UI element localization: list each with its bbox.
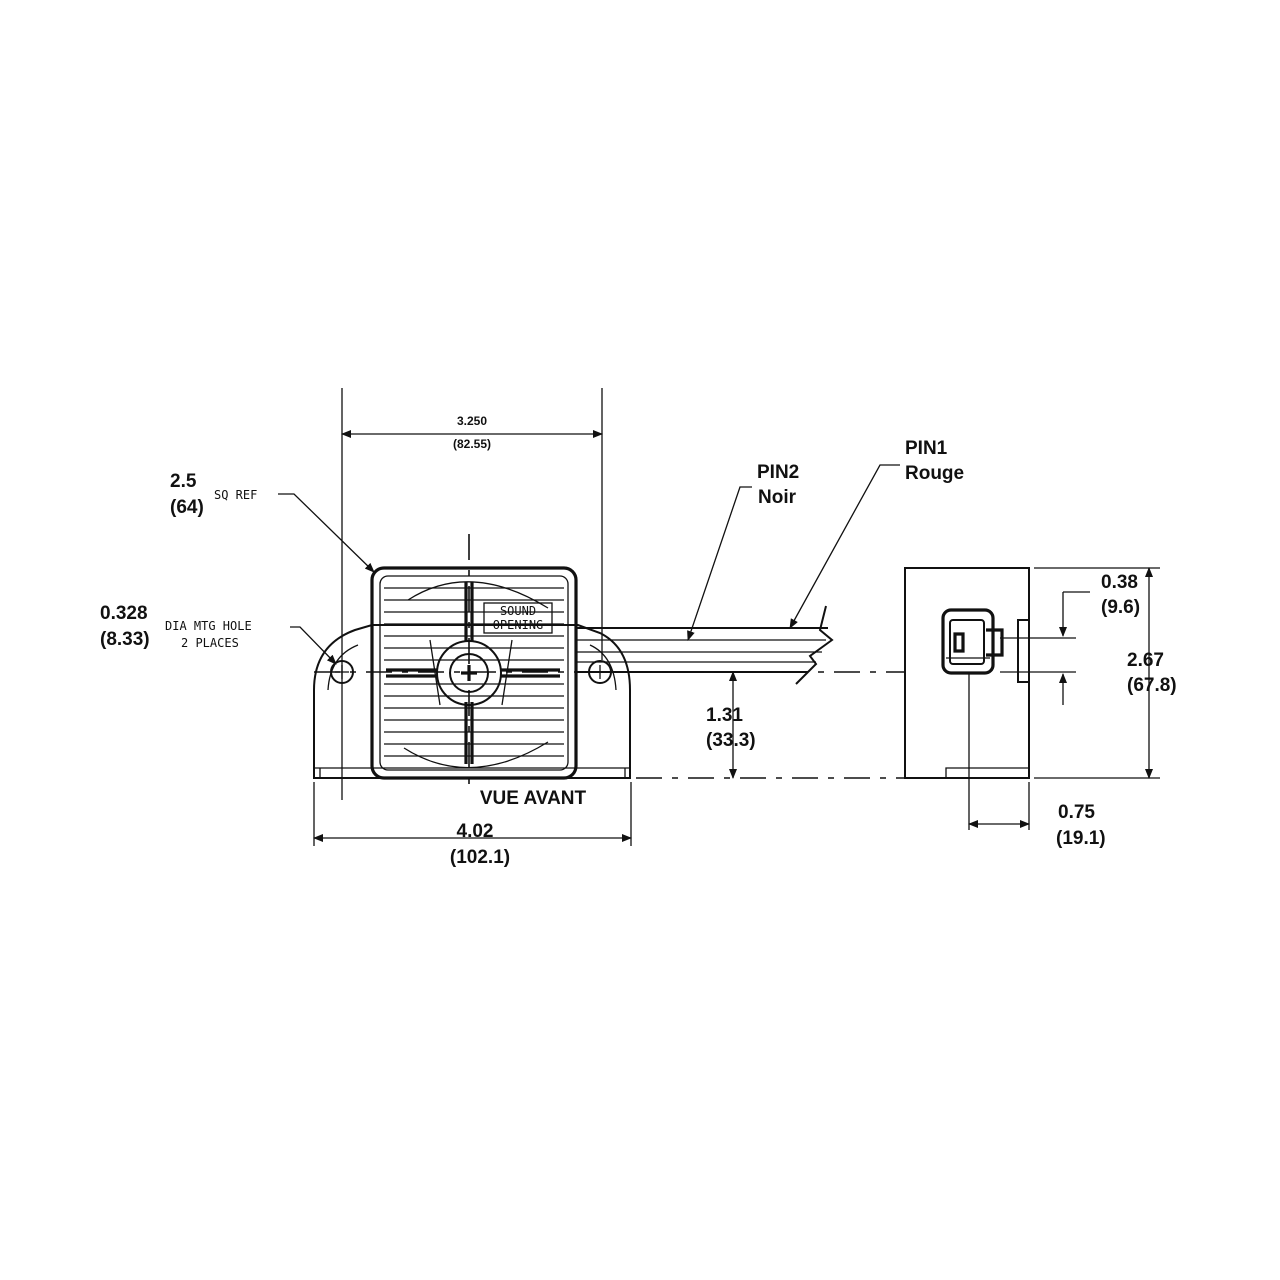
dim-hole-spacing-mm: (82.55) (453, 437, 491, 451)
dim-connector-offset-mm: (19.1) (1056, 828, 1106, 849)
front-view-caption: VUE AVANT (480, 788, 587, 809)
dim-overall-width-in: 4.02 (457, 821, 494, 842)
front-view: SOUND OPENING (313, 388, 910, 846)
mounting-bracket (313, 624, 631, 779)
pin1-color: Rouge (905, 463, 964, 484)
dim-overall-width-mm: (102.1) (450, 847, 510, 868)
dim-overall-width: 4.02 (102.1) (313, 821, 632, 868)
dim-connector-height-in: 0.38 (1101, 572, 1138, 593)
dim-mounting-hole-mm: (8.33) (100, 629, 150, 650)
dim-connector-height: 0.38 (9.6) (1059, 572, 1140, 705)
dim-connector-offset: 0.75 (19.1) (968, 802, 1106, 849)
dim-total-height: 2.67 (67.8) (1127, 567, 1177, 779)
dim-hole-spacing: 3.250 (82.55) (341, 414, 603, 451)
dim-mounting-hole-note2: 2 PLACES (181, 636, 239, 650)
dim-center-height: 1.31 (33.3) (706, 671, 756, 779)
dim-mounting-hole-note1: DIA MTG HOLE (165, 619, 252, 633)
dim-mounting-hole-in: 0.328 (100, 603, 148, 624)
pin1-label: PIN1 Rouge (789, 438, 964, 629)
pin2-name: PIN2 (757, 462, 799, 483)
dim-hole-spacing-in: 3.250 (457, 414, 487, 428)
dim-total-height-mm: (67.8) (1127, 675, 1177, 696)
dim-square-mm: (64) (170, 497, 204, 518)
pin2-label: PIN2 Noir (687, 462, 799, 641)
pin2-color: Noir (758, 487, 797, 508)
side-bracket (1017, 619, 1030, 683)
dim-square: 2.5 (64) SQ REF (170, 471, 375, 573)
dim-mounting-hole: 0.328 (8.33) DIA MTG HOLE 2 PLACES (100, 603, 337, 665)
dim-square-note: SQ REF (214, 488, 257, 502)
dim-total-height-in: 2.67 (1127, 650, 1164, 671)
dim-connector-height-mm: (9.6) (1101, 597, 1140, 618)
dim-square-in: 2.5 (170, 471, 197, 492)
dim-center-height-mm: (33.3) (706, 730, 756, 751)
side-view (904, 567, 1160, 830)
sound-label-line2: OPENING (493, 618, 544, 632)
pin1-name: PIN1 (905, 438, 948, 459)
connector (941, 608, 1004, 675)
sound-label-line1: SOUND (500, 604, 536, 618)
dim-center-height-in: 1.31 (706, 705, 743, 726)
sound-grille (384, 581, 564, 769)
side-housing (904, 567, 1030, 779)
dim-connector-offset-in: 0.75 (1058, 802, 1095, 823)
